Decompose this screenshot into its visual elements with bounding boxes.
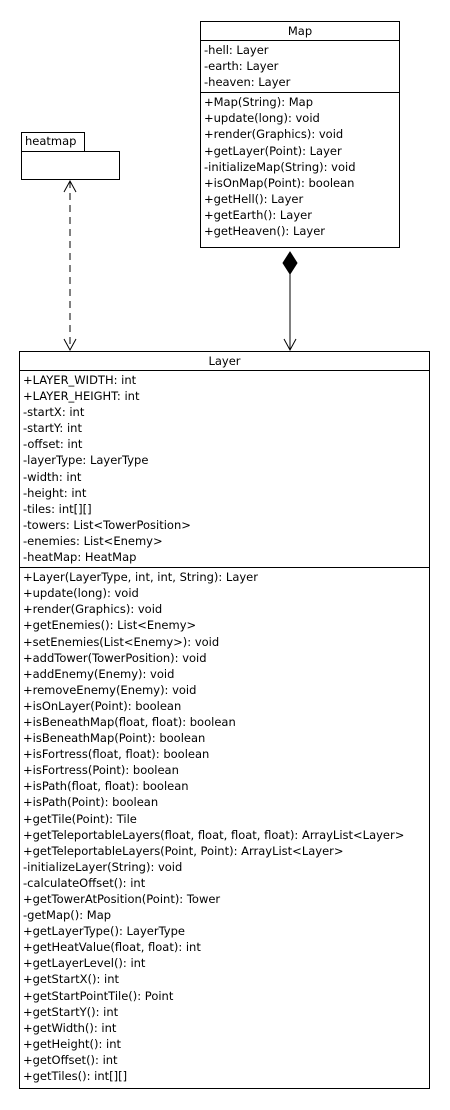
layer-attribute: -tiles: int[][] [23,501,92,516]
dependency-arrowhead-bottom [63,338,77,352]
layer-operation: +getStartY(): int [23,1004,119,1019]
map-attribute: -hell: Layer [204,43,269,57]
layer-class-name: Layer [20,352,429,371]
layer-operation: +getTiles(): int[][] [23,1069,128,1084]
layer-operation: +render(Graphics): void [23,602,163,617]
layer-attribute: -heatMap: HeatMap [23,550,137,565]
layer-attribute: -startX: int [23,405,85,420]
map-operation: +isOnMap(Point): boolean [204,175,355,190]
heatmap-class[interactable] [21,151,120,180]
layer-operation: +getTeleportableLayers(Point, Point): Ar… [23,843,344,858]
layer-operation: +getHeight(): int [23,1036,122,1051]
composition-map-layer [282,251,298,352]
layer-operation: +getTile(Point): Tile [23,811,137,826]
layer-operation: +getTeleportableLayers(float, float, flo… [23,827,405,842]
map-attributes: -hell: Layer -earth: Layer -heaven: Laye… [201,41,399,94]
map-operation: +getEarth(): Layer [204,207,312,222]
layer-attribute: -enemies: List<Enemy> [23,533,163,548]
map-class[interactable]: Map -hell: Layer -earth: Layer -heaven: … [200,21,400,248]
layer-operation: -getMap(): Map [23,908,112,923]
layer-attributes: +LAYER_WIDTH: int +LAYER_HEIGHT: int -st… [20,371,429,569]
map-attribute: -heaven: Layer [204,75,291,90]
map-operations: +Map(String): Map +update(long): void +r… [201,93,399,241]
layer-class[interactable]: Layer +LAYER_WIDTH: int +LAYER_HEIGHT: i… [19,351,430,1089]
layer-operation: +addTower(TowerPosition): void [23,650,207,665]
layer-operation: +getHeatValue(float, float): int [23,940,201,955]
layer-operation: +getOffset(): int [23,1052,118,1067]
composition-diamond [282,251,298,275]
layer-operation: +isFortress(float, float): boolean [23,747,210,762]
layer-attribute: -layerType: LayerType [23,453,149,468]
layer-operation: -calculateOffset(): int [23,875,146,890]
map-operation: +update(long): void [204,111,320,126]
layer-operation: +isPath(float, float): boolean [23,779,189,794]
layer-operation: +getStartX(): int [23,972,119,987]
map-operation: +getHeaven(): Layer [204,224,326,239]
layer-operation: +addEnemy(Enemy): void [23,666,175,681]
dependency-heatmap-layer [63,179,77,352]
layer-attribute: +LAYER_WIDTH: int [23,373,137,387]
layer-operation: +getLayerType(): LayerType [23,924,185,939]
layer-attribute: -towers: List<TowerPosition> [23,517,191,532]
layer-attribute: +LAYER_HEIGHT: int [23,389,140,404]
dependency-arrowhead-top [63,179,77,193]
map-operation: +getHell(): Layer [204,191,304,206]
layer-operation: +update(long): void [23,586,139,601]
map-operation: +render(Graphics): void [204,127,344,142]
map-operation: +Map(String): Map [204,95,313,110]
layer-operation: +removeEnemy(Enemy): void [23,682,197,697]
layer-attribute: -height: int [23,485,87,500]
layer-operation: +isPath(Point): boolean [23,795,159,810]
layer-operation: +isBeneathMap(float, float): boolean [23,714,236,729]
layer-operation: +setEnemies(List<Enemy>): void [23,634,220,649]
layer-operation: +isBeneathMap(Point): boolean [23,731,206,746]
layer-operation: +getStartPointTile(): Point [23,988,174,1003]
map-attribute: -earth: Layer [204,59,279,74]
map-class-name: Map [201,22,399,41]
layer-operation: +Layer(LayerType, int, int, String): Lay… [23,570,258,585]
layer-operation: +getEnemies(): List<Enemy> [23,618,197,633]
layer-operation: +isFortress(Point): boolean [23,763,179,778]
composition-arrowhead [283,338,297,352]
layer-operation: +getLayerLevel(): int [23,956,146,971]
layer-attribute: -startY: int [23,421,82,436]
layer-operation: -initializeLayer(String): void [23,859,183,874]
map-operation: +getLayer(Point): Layer [204,143,342,158]
layer-operation: +getTowerAtPosition(Point): Tower [23,892,221,906]
layer-operations: +Layer(LayerType, int, int, String): Lay… [20,568,429,1086]
layer-attribute: -offset: int [23,437,83,452]
layer-operation: +isOnLayer(Point): boolean [23,698,182,713]
heatmap-tab: heatmap [21,132,85,152]
layer-operation: +getWidth(): int [23,1020,117,1035]
layer-attribute: -width: int [23,469,82,484]
map-operation: -initializeMap(String): void [204,159,356,174]
